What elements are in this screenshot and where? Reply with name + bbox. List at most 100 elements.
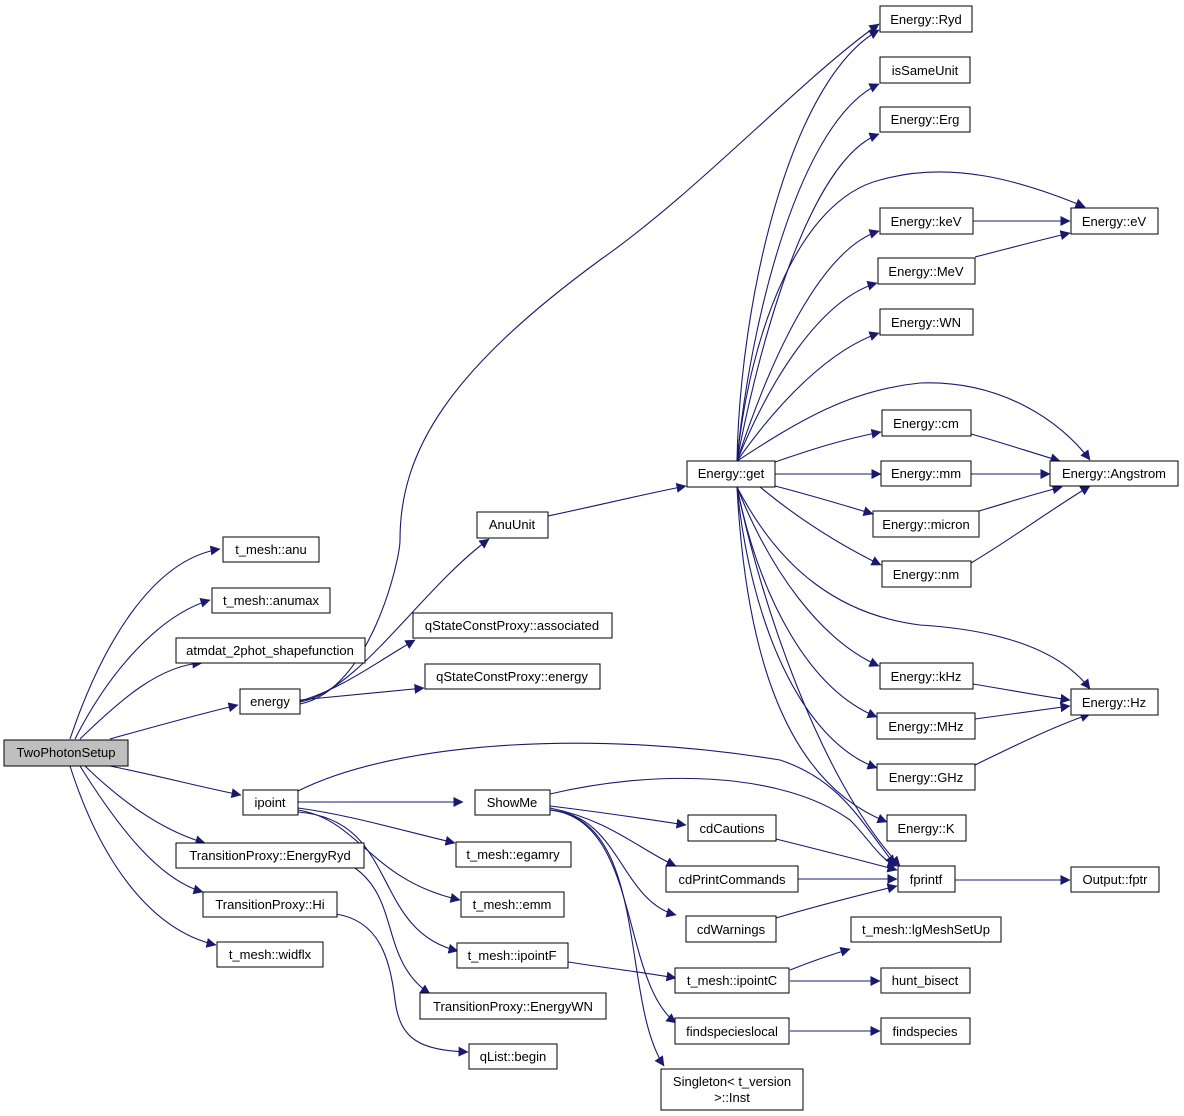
node-label: Energy::Angstrom [1062, 466, 1166, 481]
node-t-mesh-anu[interactable]: t_mesh::anu [222, 536, 320, 563]
node-label: Energy::kHz [891, 669, 962, 684]
node-t-mesh-widflx[interactable]: t_mesh::widflx [216, 941, 324, 968]
node-energy[interactable]: energy [239, 688, 301, 715]
edge-ipoint-egamry [297, 807, 456, 846]
node-qstateconstproxy-energy[interactable]: qStateConstProxy::energy [424, 663, 601, 690]
edge-root-tphi [79, 765, 204, 895]
node-anuunit[interactable]: AnuUnit [476, 511, 549, 539]
node-label: findspecieslocal [686, 1024, 778, 1039]
node-label: qStateConstProxy::energy [436, 669, 588, 684]
node-twophotonsetup[interactable]: TwoPhotonSetup [3, 739, 129, 767]
node-ipoint[interactable]: ipoint [242, 789, 299, 816]
node-label: AnuUnit [489, 517, 536, 532]
node-transitionproxy-hi[interactable]: TransitionProxy::Hi [202, 891, 338, 918]
node-energy-khz[interactable]: Energy::kHz [879, 662, 974, 690]
node-label: TransitionProxy::EnergyWN [433, 999, 593, 1014]
node-energy-ryd[interactable]: Energy::Ryd [879, 5, 973, 33]
node-label: Energy::MeV [888, 264, 963, 279]
node-label: Energy::Erg [891, 112, 960, 127]
node-energy-erg[interactable]: Energy::Erg [879, 106, 971, 133]
edge-tpery-ewn [354, 867, 431, 995]
node-label: Energy::keV [891, 214, 962, 229]
edge-eget-khz [736, 486, 880, 667]
edge-eget-fprintf [736, 486, 901, 867]
edge-eget-mev [736, 280, 878, 462]
edge-root-anumax [74, 597, 211, 740]
node-energy-kev[interactable]: Energy::keV [879, 207, 974, 235]
node-energy-get[interactable]: Energy::get [686, 460, 776, 488]
node-cdprintcommands[interactable]: cdPrintCommands [665, 865, 799, 893]
edge-eget-mhz [736, 486, 878, 719]
node-label: TransitionProxy::EnergyRyd [189, 848, 350, 863]
node-label: Energy::micron [882, 517, 969, 532]
node-label: Energy::nm [893, 567, 959, 582]
node-energy-mhz[interactable]: Energy::MHz [876, 712, 976, 740]
edge-root-energy [109, 702, 239, 740]
node-transitionproxy-energyryd[interactable]: TransitionProxy::EnergyRyd [175, 842, 365, 869]
edge-cm-angstrom [970, 433, 1061, 464]
node-t-mesh-ipointc[interactable]: t_mesh::ipointC [674, 967, 790, 994]
edge-showme-singleton [549, 809, 665, 1067]
node-energy-mev[interactable]: Energy::MeV [877, 257, 976, 285]
node-energy-wn[interactable]: Energy::WN [879, 308, 974, 336]
node-label: findspecies [892, 1024, 958, 1039]
node-t-mesh-lgmeshsetup[interactable]: t_mesh::lgMeshSetUp [850, 916, 1002, 943]
node-energy-micron[interactable]: Energy::micron [872, 510, 980, 538]
node-t-mesh-anumax[interactable]: t_mesh::anumax [211, 587, 331, 614]
edge-ghz-hz [974, 712, 1091, 766]
node-qlist-begin[interactable]: qList::begin [468, 1043, 558, 1070]
node-label: cdPrintCommands [679, 872, 786, 887]
node-atmdat-2phot[interactable]: atmdat_2phot_shapefunction [175, 637, 366, 664]
node-singleton-inst[interactable]: Singleton< t_version>::Inst [660, 1068, 804, 1111]
node-findspecies[interactable]: findspecies [880, 1017, 971, 1045]
node-energy-ev[interactable]: Energy::eV [1070, 207, 1159, 235]
node-showme[interactable]: ShowMe [474, 789, 551, 816]
edge-root-anu [69, 545, 221, 740]
edge-root-ipoint [109, 765, 242, 799]
node-label: t_mesh::emm [473, 897, 552, 912]
edge-ipointf-ipointc [567, 961, 677, 982]
node-label: TwoPhotonSetup [16, 745, 115, 760]
node-label: Energy::Ryd [890, 12, 962, 27]
edge-energy-assoc [299, 639, 416, 702]
edge-energy-ryd [299, 23, 880, 705]
edge-eget-ev [736, 171, 1086, 462]
node-label: ipoint [254, 795, 285, 810]
edge-eget-micron [774, 485, 874, 517]
node-label: Energy::GHz [889, 770, 963, 785]
node-energy-ghz[interactable]: Energy::GHz [876, 763, 976, 791]
node-t-mesh-egamry[interactable]: t_mesh::egamry [455, 841, 572, 868]
node-findspecieslocal[interactable]: findspecieslocal [674, 1017, 790, 1045]
node-label: cdWarnings [697, 922, 766, 937]
node-transitionproxy-energywn[interactable]: TransitionProxy::EnergyWN [419, 992, 607, 1020]
node-label: t_mesh::anumax [223, 593, 320, 608]
node-energy-hz[interactable]: Energy::Hz [1070, 688, 1159, 716]
edge-mhz-hz [974, 702, 1071, 720]
node-output-fptr[interactable]: Output::fptr [1070, 866, 1160, 893]
node-label: hunt_bisect [892, 973, 959, 988]
node-label: t_mesh::ipointC [687, 973, 777, 988]
edge-showme-cdcautions [549, 805, 687, 829]
node-cdcautions[interactable]: cdCautions [687, 814, 777, 842]
node-energy-nm[interactable]: Energy::nm [881, 560, 972, 588]
node-label: qList::begin [480, 1049, 547, 1064]
node-t-mesh-ipointf[interactable]: t_mesh::ipointF [456, 942, 569, 969]
node-qstateconstproxy-associated[interactable]: qStateConstProxy::associated [412, 612, 613, 639]
node-label: Energy::get [698, 466, 765, 481]
node-label: fprintf [910, 872, 943, 887]
node-fprintf[interactable]: fprintf [897, 865, 956, 893]
node-energy-cm[interactable]: Energy::cm [881, 409, 972, 437]
edge-anuunit-eget [547, 482, 687, 517]
node-issameunit[interactable]: isSameUnit [879, 56, 971, 84]
edge-ipoint-ipointf [297, 811, 459, 954]
node-energy-angstrom[interactable]: Energy::Angstrom [1049, 460, 1179, 487]
node-energy-k[interactable]: Energy::K [886, 814, 967, 842]
node-label: Energy::WN [891, 315, 961, 330]
node-hunt-bisect[interactable]: hunt_bisect [880, 967, 971, 994]
node-label: t_mesh::widflx [229, 947, 312, 962]
edge-mev-ev [974, 230, 1071, 258]
node-t-mesh-emm[interactable]: t_mesh::emm [460, 891, 565, 918]
node-energy-mm[interactable]: Energy::mm [880, 460, 972, 487]
node-cdwarnings[interactable]: cdWarnings [685, 915, 777, 943]
edge-showme-cdwarn [549, 809, 677, 918]
